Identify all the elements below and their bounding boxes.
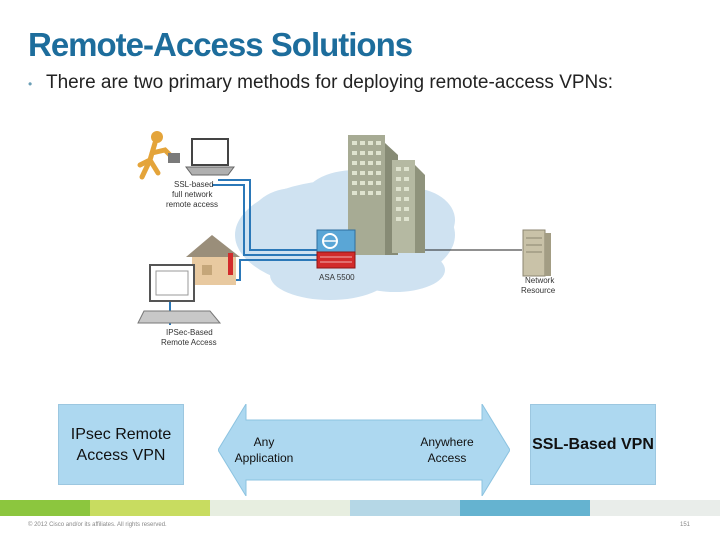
bullet-text: There are two primary methods for deploy… [46,72,614,93]
network-resource-label-1: Network [525,276,555,285]
double-arrow-shape [218,404,510,496]
network-resource-label-2: Resource [521,286,556,295]
desktop-computer-icon [137,264,222,324]
arrow-right-text: Anywhere Access [420,435,474,465]
house-icon [186,235,240,285]
server-icon [522,229,551,277]
laptop-icon [185,138,235,176]
arrow-left-text: Any Application [234,435,294,465]
ipsec-vpn-label: IPsec Remote Access VPN [70,425,172,464]
asa-label: ASA 5500 [319,273,355,282]
page-number: 151 [679,522,690,528]
ipsec-label-2: Remote Access [161,338,217,347]
copyright-text: © 2012 Cisco and/or its affiliates. All … [28,522,167,528]
ipsec-label-1: IPSec-Based [166,328,213,337]
mobile-user-icon [137,131,180,180]
ssl-label-1: SSL-based [174,180,214,189]
ipsec-vpn-box: IPsec Remote Access VPN [58,404,184,485]
ssl-label-3: remote access [166,200,218,209]
ssl-label-2: full network [172,190,213,199]
page-title: Remote-Access Solutions [28,26,413,63]
ssl-vpn-box: SSL-Based VPN [530,404,656,485]
bullet-point: • There are two primary methods for depl… [28,70,668,96]
double-arrow: Any Application Anywhere Access [218,404,510,496]
asa-firewall-icon [316,229,356,269]
network-diagram: ASA 5500 Network Resource SSL-based full… [137,131,556,347]
ssl-vpn-label: SSL-Based VPN [532,436,654,453]
building-icon [348,135,425,255]
footer-color-stripe [0,500,720,516]
bullet-icon: • [28,77,33,91]
